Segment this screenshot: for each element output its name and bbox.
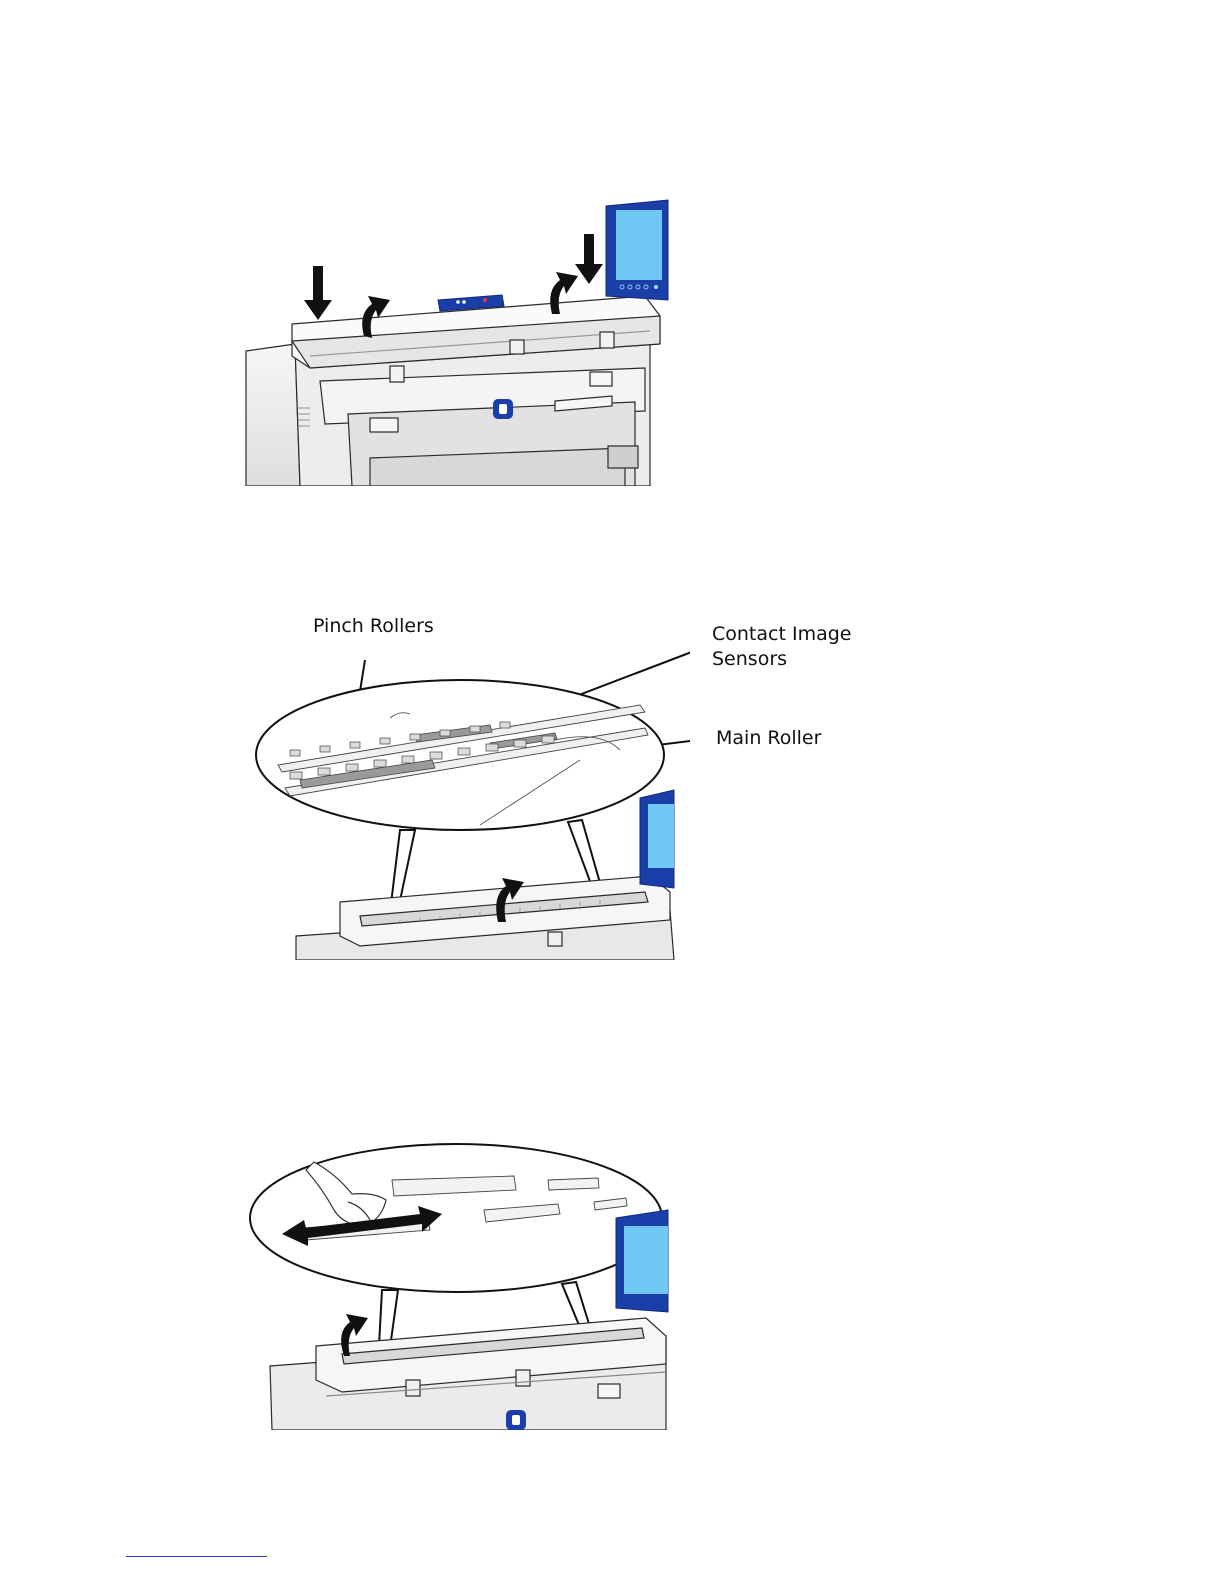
- magnified-view: [250, 1144, 662, 1292]
- touch-screen-monitor: [640, 790, 674, 888]
- footer-link-underline: [126, 1556, 267, 1557]
- printer-body: [270, 1318, 666, 1430]
- brand-logo-icon: [506, 1410, 526, 1430]
- label-contact-image-sensors-line2: Sensors: [712, 647, 787, 672]
- label-contact-image-sensors-line1: Contact Image: [712, 622, 851, 647]
- magnified-view: [256, 680, 664, 830]
- figure-clean-glass: [246, 1140, 676, 1430]
- label-pinch-rollers: Pinch Rollers: [313, 614, 434, 639]
- figure-open-scanner-lid: [240, 196, 680, 486]
- printer-body: [296, 876, 674, 960]
- label-main-roller: Main Roller: [716, 726, 821, 751]
- touch-screen-monitor: [616, 1210, 668, 1312]
- figure-scanner-interior: [250, 640, 690, 960]
- brand-logo-icon: [493, 399, 513, 419]
- touch-screen-monitor: [606, 200, 668, 300]
